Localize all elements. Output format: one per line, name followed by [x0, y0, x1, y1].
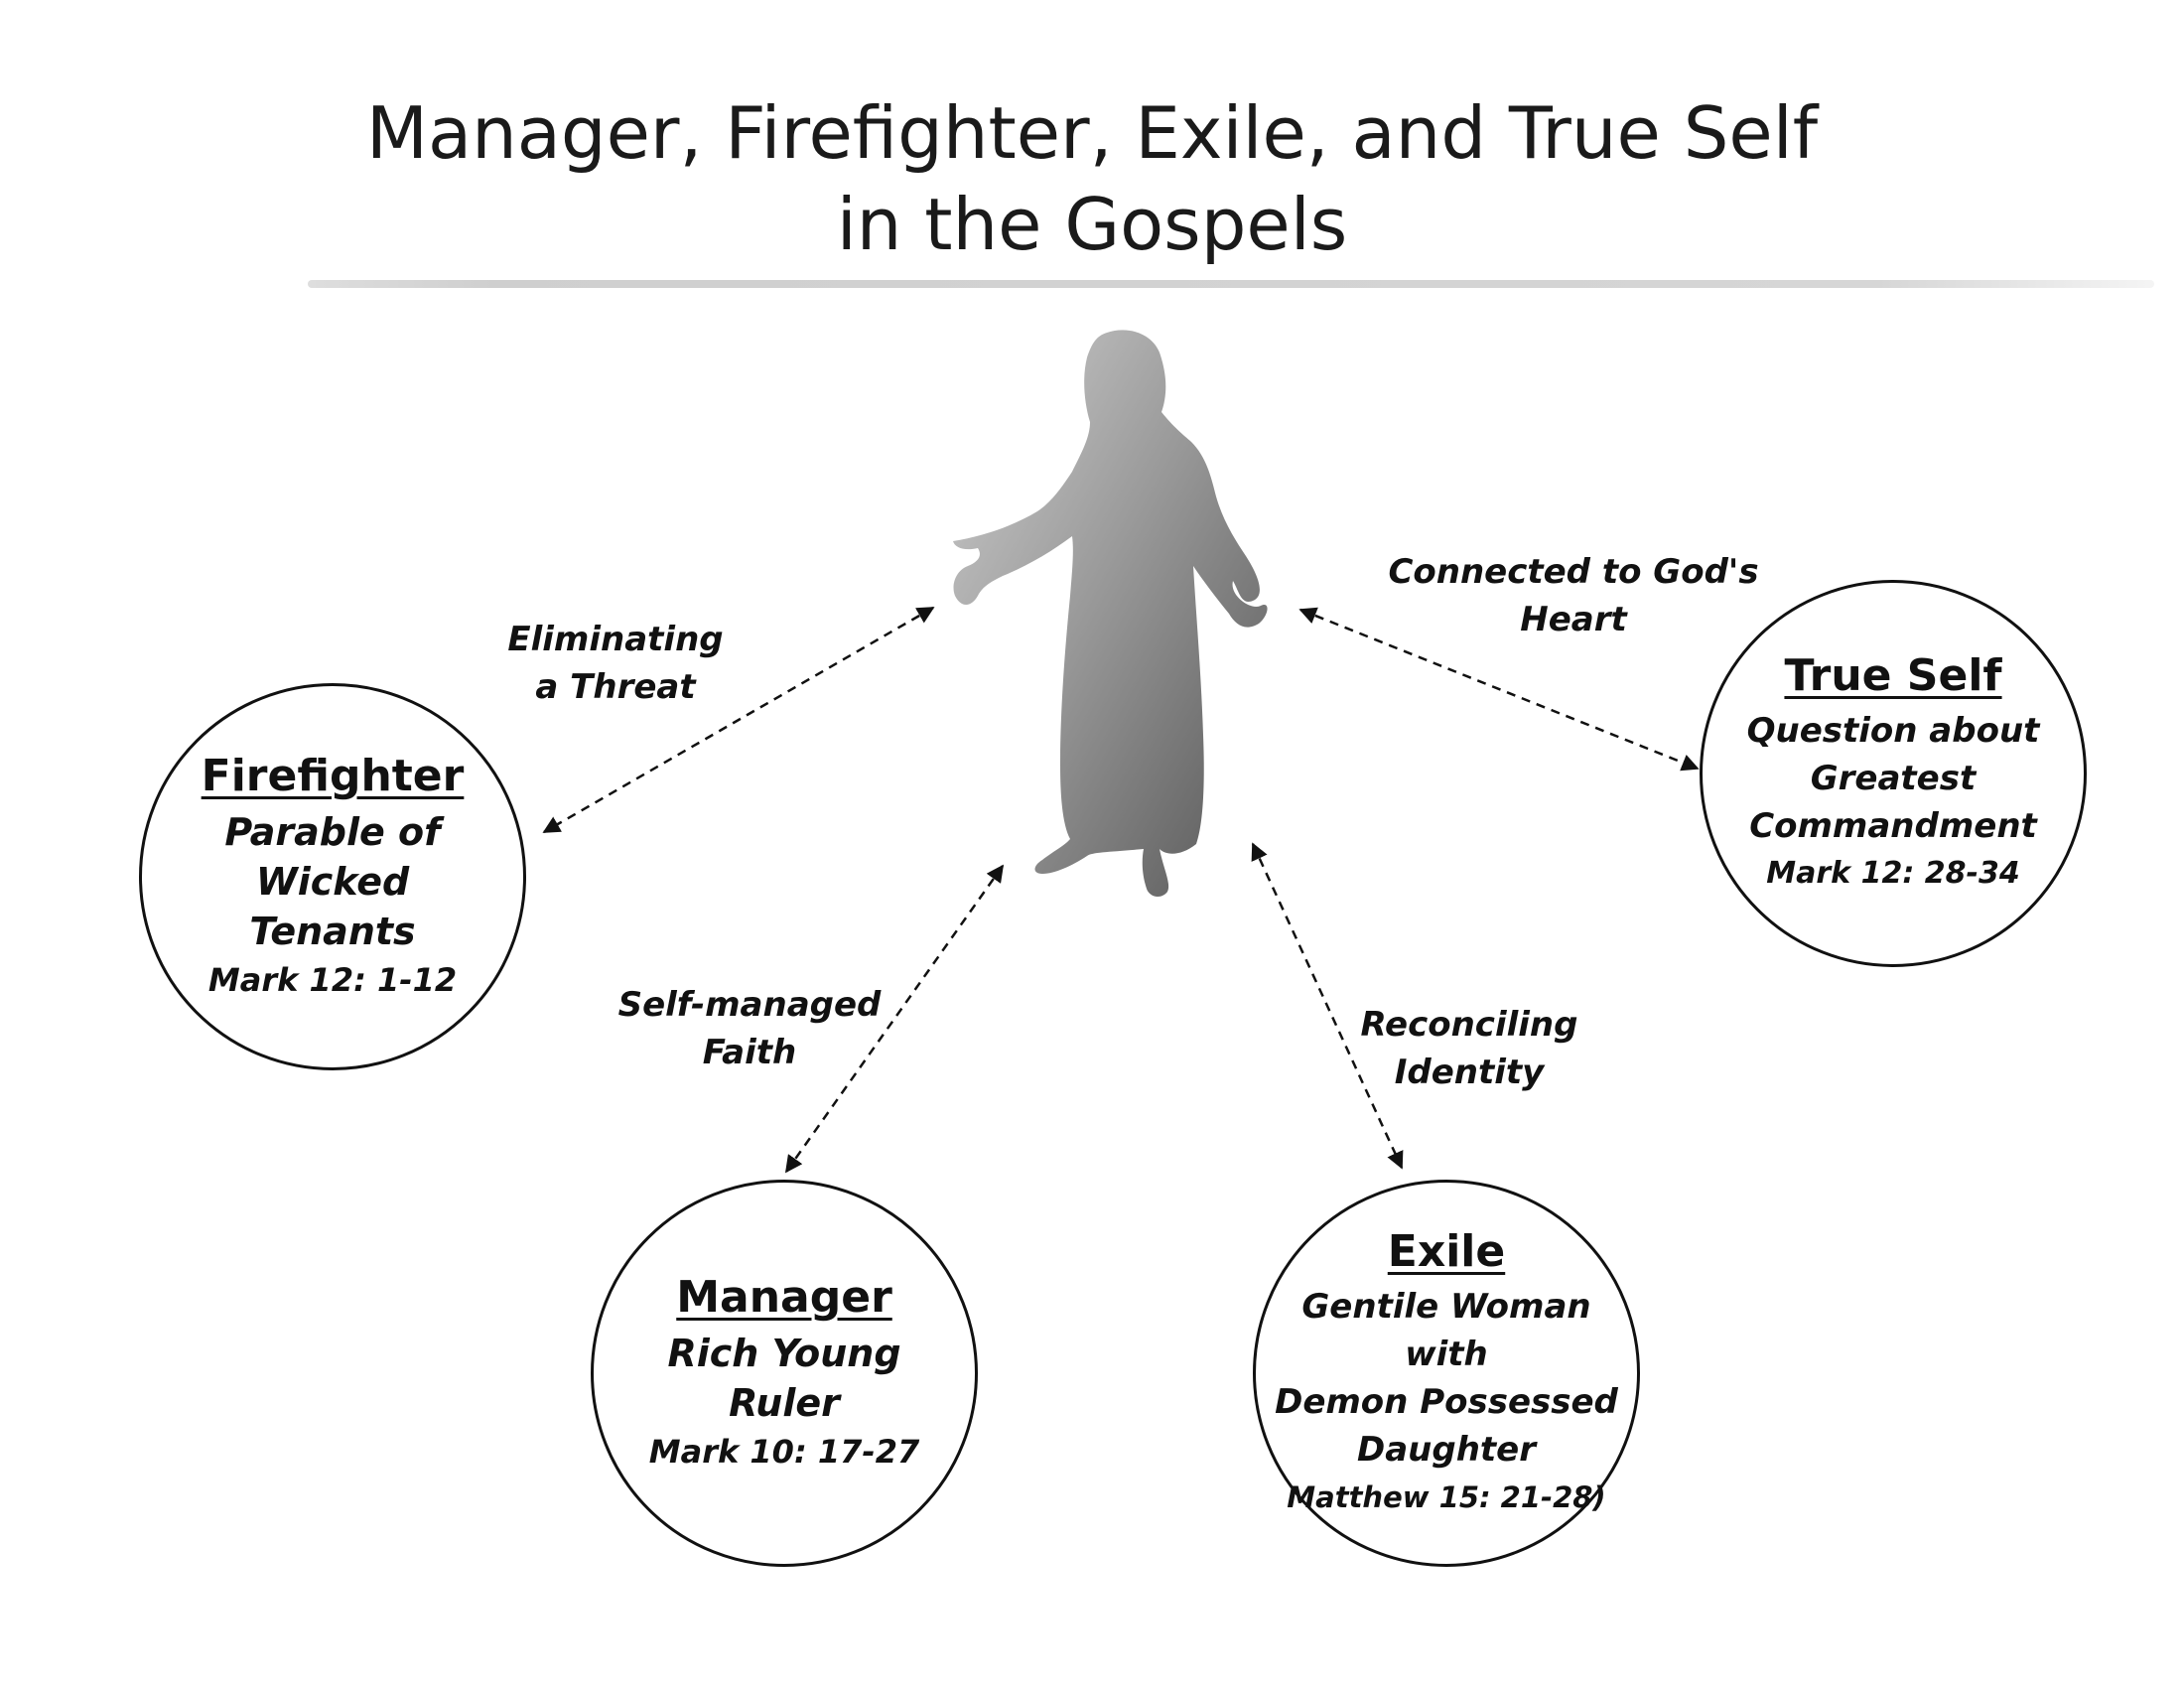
edge-label-manager-line2: Faith: [702, 1033, 797, 1072]
node-firefighter-story-line2: Tenants: [249, 909, 416, 953]
node-true-self-reference: Mark 12: 28-34: [1766, 855, 2020, 891]
node-manager-story-line1: Rich Young: [667, 1331, 901, 1375]
edge-firefighter-line: [542, 606, 935, 834]
edge-label-firefighter-line1: Eliminating: [507, 620, 724, 659]
edge-label-firefighter-line2: a Threat: [535, 667, 696, 707]
jesus-silhouette-icon: [953, 330, 1268, 898]
edge-true-self-line: [1298, 607, 1700, 772]
node-exile-story-line1: Gentile Woman with: [1301, 1286, 1591, 1374]
node-exile: Exile Gentile Woman with Demon Possessed…: [1253, 1180, 1640, 1567]
edge-label-true-self-line2: Heart: [1520, 600, 1627, 639]
node-exile-story-line2: Demon Possessed: [1275, 1381, 1618, 1422]
edge-label-true-self: Connected to God's Heart: [1380, 548, 1767, 643]
node-firefighter-reference: Mark 12: 1-12: [207, 960, 458, 999]
node-true-self: True Self Question about Greatest Comman…: [1700, 580, 2087, 967]
edge-label-exile-line2: Identity: [1394, 1053, 1545, 1092]
edge-label-manager-line1: Self-managed: [617, 985, 882, 1025]
edge-label-true-self-line1: Connected to God's: [1388, 552, 1759, 592]
node-true-self-story-line2: Greatest: [1810, 758, 1977, 798]
node-manager-name: Manager: [676, 1271, 892, 1323]
node-exile-name: Exile: [1387, 1225, 1506, 1277]
node-firefighter: Firefighter Parable of Wicked Tenants Ma…: [139, 683, 526, 1070]
title-divider: [308, 280, 2154, 288]
node-manager-reference: Mark 10: 17-27: [648, 1432, 920, 1471]
node-true-self-story-line3: Commandment: [1749, 805, 2037, 846]
node-manager: Manager Rich Young Ruler Mark 10: 17-27: [591, 1180, 978, 1567]
edge-label-firefighter: Eliminating a Threat: [486, 616, 745, 711]
node-firefighter-story-line1: Parable of Wicked: [224, 809, 441, 904]
edge-exile-line: [1251, 842, 1404, 1170]
edge-label-manager: Self-managed Faith: [606, 981, 893, 1076]
node-manager-story-line2: Ruler: [729, 1380, 840, 1425]
edge-label-exile-line1: Reconciling: [1360, 1005, 1578, 1045]
node-exile-story-line3: Daughter: [1357, 1429, 1536, 1470]
node-true-self-story-line1: Question about: [1746, 710, 2040, 751]
page-subtitle: in the Gospels: [836, 183, 1348, 266]
node-true-self-name: True Self: [1784, 649, 2002, 701]
edge-label-exile: Reconciling Identity: [1340, 1001, 1598, 1096]
node-firefighter-name: Firefighter: [201, 750, 465, 801]
page-title: Manager, Firefighter, Exile, and True Se…: [365, 91, 1819, 175]
node-exile-reference: Matthew 15: 21-28): [1287, 1479, 1606, 1514]
